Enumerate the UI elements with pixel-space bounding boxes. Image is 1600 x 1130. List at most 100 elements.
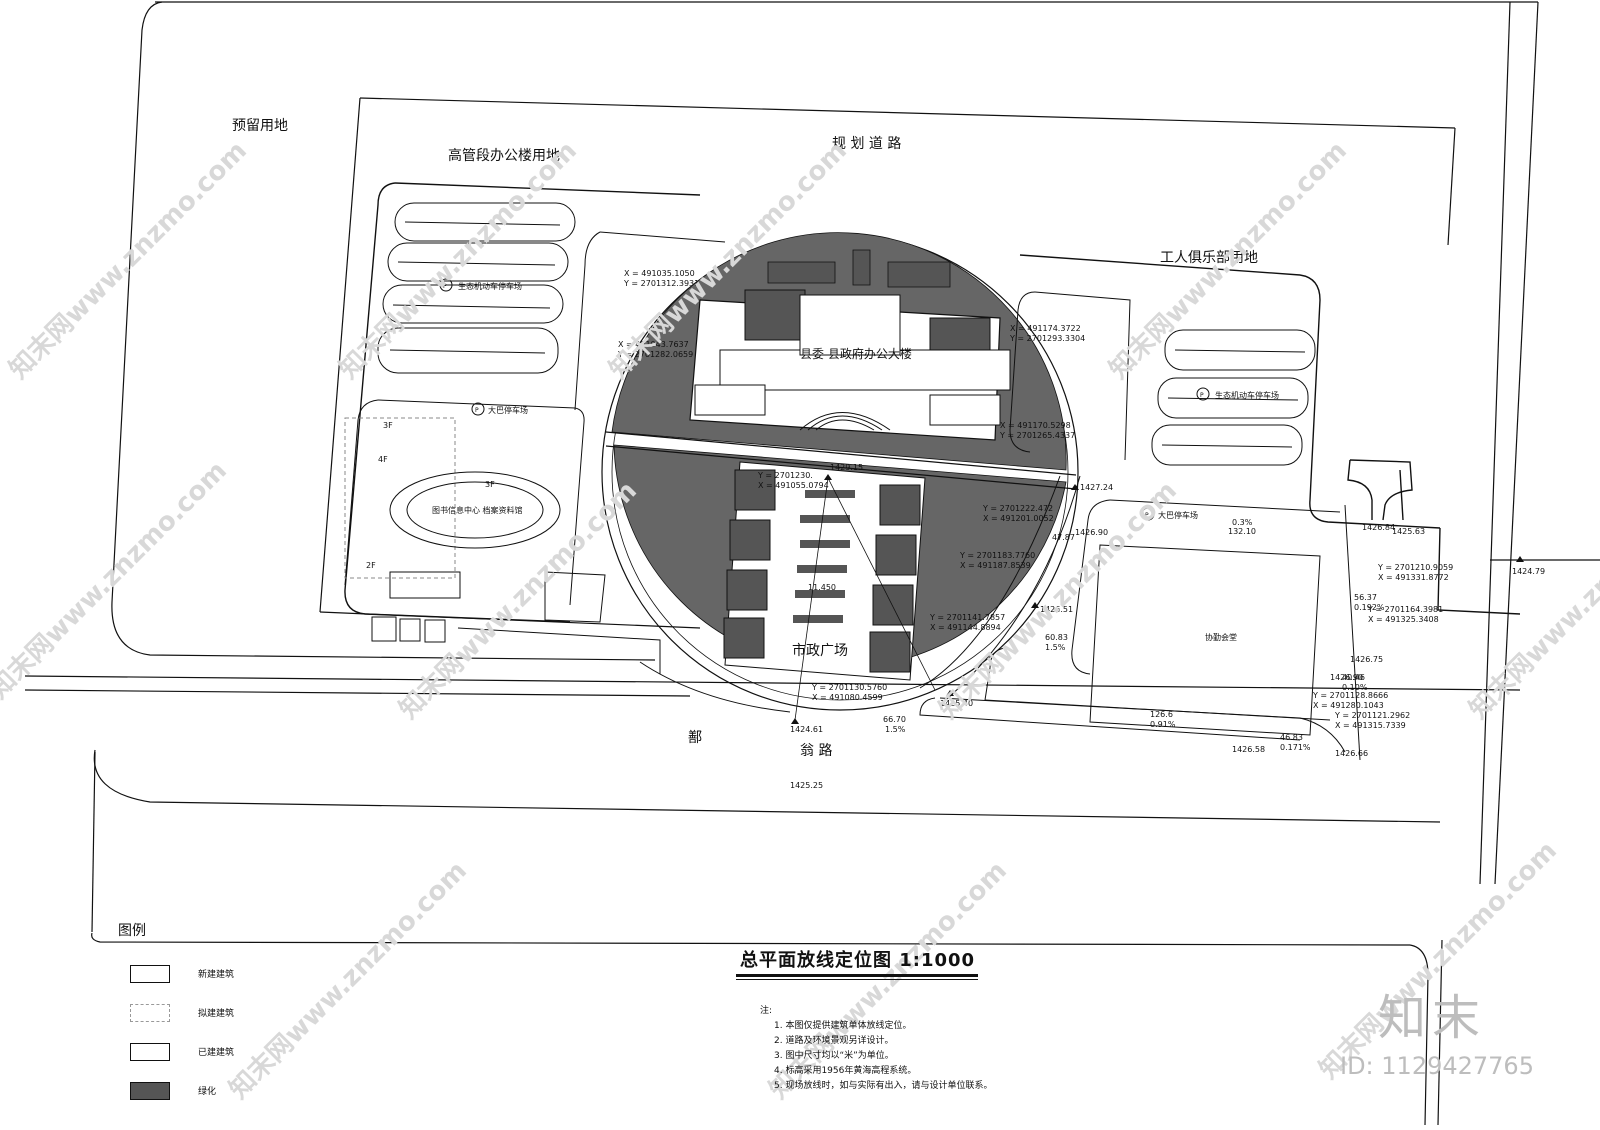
svg-text:0.91%: 0.91% xyxy=(1150,720,1176,729)
site-boundary xyxy=(344,182,1521,623)
plaza-label: 市政广场 xyxy=(792,642,848,659)
legend-swatch-built xyxy=(130,1042,170,1061)
svg-text:0.171%: 0.171% xyxy=(1280,743,1311,752)
dimension-labels: 0.3% 132.10 47.87 60.83 1.5% 66.70 1.5% … xyxy=(808,518,1385,752)
svg-text:X = 491201.0052: X = 491201.0052 xyxy=(983,514,1054,523)
svg-text:1.5%: 1.5% xyxy=(1045,643,1066,652)
svg-text:Y = 2701230.: Y = 2701230. xyxy=(757,471,813,480)
moto-parking-left-label: 生态机动车停车场 xyxy=(458,281,522,291)
svg-text:X = 491280.1043: X = 491280.1043 xyxy=(1313,701,1384,710)
svg-text:0.10%: 0.10% xyxy=(1342,683,1368,692)
elevation-markers: 1429.15 1427.24 1426.51 1425.40 1424.61 … xyxy=(790,463,1545,790)
svg-text:1426.90: 1426.90 xyxy=(1330,673,1363,682)
main-road-label: 翁 路 xyxy=(800,743,832,759)
svg-text:Y = 2701130.5760: Y = 2701130.5760 xyxy=(811,683,887,692)
parking-symbol-right: P 生态机动车停车场 xyxy=(1196,387,1279,401)
svg-text:1424.61: 1424.61 xyxy=(790,725,823,734)
svg-text:1425.40: 1425.40 xyxy=(940,699,973,708)
moto-parking-right-label: 生态机动车停车场 xyxy=(1215,390,1279,400)
legend: 图例 新建建筑 拟建建筑 已建建筑 绿化 xyxy=(118,920,378,1110)
svg-text:知末网www.znzmo.com: 知末网www.znzmo.com xyxy=(334,136,583,385)
planned-road-label: 规 划 道 路 xyxy=(832,136,901,152)
legend-item-green: 绿化 xyxy=(118,1071,378,1110)
svg-text:1426.75: 1426.75 xyxy=(1350,655,1383,664)
svg-text:Y = 2701312.3931: Y = 2701312.3931 xyxy=(623,279,699,288)
svg-text:Y = 2701128.8666: Y = 2701128.8666 xyxy=(1312,691,1388,700)
svg-text:11.450: 11.450 xyxy=(808,583,836,592)
main-building-label: 县委 县政府办公大楼 xyxy=(800,346,912,361)
svg-text:Y = 2701265.4337: Y = 2701265.4337 xyxy=(999,431,1075,440)
svg-text:1427.24: 1427.24 xyxy=(1080,483,1113,492)
svg-text:3F: 3F xyxy=(485,480,495,489)
svg-text:X = 491315.7339: X = 491315.7339 xyxy=(1335,721,1406,730)
main-building: 县委 县政府办公大楼 xyxy=(689,289,1011,441)
svg-text:1425.63: 1425.63 xyxy=(1392,527,1425,536)
svg-text:X = 491174.3722: X = 491174.3722 xyxy=(1010,324,1081,333)
svg-text:X = 491055.0794: X = 491055.0794 xyxy=(758,481,829,490)
svg-text:知末网www.znzmo.com: 知末网www.znzmo.com xyxy=(4,136,253,385)
parking-left xyxy=(377,202,576,374)
svg-text:40.46: 40.46 xyxy=(1342,673,1365,682)
svg-text:知末网www.znzmo.com: 知末网www.znzmo.com xyxy=(1464,476,1600,725)
library-label: 图书信息中心 档案资料馆 xyxy=(432,505,523,515)
library-block xyxy=(344,399,661,674)
legend-item-plan: 拟建建筑 xyxy=(118,993,378,1032)
canteen-block xyxy=(919,499,1361,761)
main-road-left-label: 鄯 xyxy=(688,729,702,746)
svg-text:46.83: 46.83 xyxy=(1280,733,1303,742)
svg-text:P: P xyxy=(1200,392,1204,399)
svg-text:Y = 2701141.7857: Y = 2701141.7857 xyxy=(929,613,1005,622)
svg-text:X = 491080.4599: X = 491080.4599 xyxy=(812,693,883,702)
title-underline-thin xyxy=(736,979,978,980)
svg-text:X = 491187.8539: X = 491187.8539 xyxy=(960,561,1031,570)
svg-text:2F: 2F xyxy=(366,561,376,570)
svg-text:0.3%: 0.3% xyxy=(1232,518,1253,527)
svg-text:1426.84: 1426.84 xyxy=(1362,523,1395,532)
id-label: ID: 1129427765 xyxy=(1340,1052,1534,1080)
svg-text:P: P xyxy=(1145,512,1149,519)
svg-text:132.10: 132.10 xyxy=(1228,527,1256,536)
svg-text:P: P xyxy=(475,407,479,414)
notes-heading: 注: xyxy=(760,1006,773,1016)
svg-text:知末网www.znzmo.com: 知末网www.znzmo.com xyxy=(0,456,233,705)
legend-item-built: 已建建筑 xyxy=(118,1032,378,1071)
legend-heading: 图例 xyxy=(118,923,146,939)
library-labels: 3F 4F 3F 2F 图书信息中心 档案资料馆 P 大巴停车场 xyxy=(366,402,528,570)
svg-text:P: P xyxy=(443,283,447,290)
svg-text:1425.25: 1425.25 xyxy=(790,781,823,790)
svg-text:47.87: 47.87 xyxy=(1052,533,1075,542)
site-labels: 预留用地 高管段办公楼用地 规 划 道 路 工人俱乐部用地 鄯 翁 路 xyxy=(232,118,1258,759)
title-underline xyxy=(736,974,978,977)
note-line: 1. 本图仅提供建筑单体放线定位。 xyxy=(774,1021,912,1031)
brand-watermark: 知末 xyxy=(1378,990,1487,1046)
svg-text:56.37: 56.37 xyxy=(1354,593,1377,602)
svg-text:126.6: 126.6 xyxy=(1150,710,1173,719)
note-line: 2. 道路及环境景观另详设计。 xyxy=(774,1036,894,1046)
plaza: 市政广场 xyxy=(723,461,936,721)
svg-text:60.83: 60.83 xyxy=(1045,633,1068,642)
svg-text:1426.66: 1426.66 xyxy=(1335,749,1368,758)
highway-office-label: 高管段办公楼用地 xyxy=(448,147,560,164)
svg-text:1.5%: 1.5% xyxy=(885,725,906,734)
canteen-label: 协勤会堂 xyxy=(1205,632,1237,642)
parking-symbol-left: P 生态机动车停车场 xyxy=(439,278,522,292)
bus-parking-right-label: 大巴停车场 xyxy=(1158,510,1198,520)
svg-text:Y = 2701210.9059: Y = 2701210.9059 xyxy=(1377,563,1453,572)
svg-text:Y = 2701222.472: Y = 2701222.472 xyxy=(982,504,1053,513)
svg-text:X = 491043.7637: X = 491043.7637 xyxy=(618,340,689,349)
svg-text:X = 491325.3408: X = 491325.3408 xyxy=(1368,615,1439,624)
svg-text:Y = 2701121.2962: Y = 2701121.2962 xyxy=(1334,711,1410,720)
svg-text:1426.51: 1426.51 xyxy=(1040,605,1073,614)
parking-right xyxy=(1009,291,1316,466)
svg-text:66.70: 66.70 xyxy=(883,715,906,724)
coordinate-labels: X = 491035.1050 Y = 2701312.3931 X = 491… xyxy=(617,269,1453,730)
svg-text:1424.79: 1424.79 xyxy=(1512,567,1545,576)
svg-text:1426.90: 1426.90 xyxy=(1075,528,1108,537)
svg-text:Y = 2701282.0659: Y = 2701282.0659 xyxy=(617,350,693,359)
bus-parking-left-label: 大巴停车场 xyxy=(488,405,528,415)
legend-item-new: 新建建筑 xyxy=(118,954,378,993)
legend-swatch-new xyxy=(130,964,170,983)
land-reserve-label: 预留用地 xyxy=(232,118,288,134)
svg-text:3F: 3F xyxy=(383,421,393,430)
